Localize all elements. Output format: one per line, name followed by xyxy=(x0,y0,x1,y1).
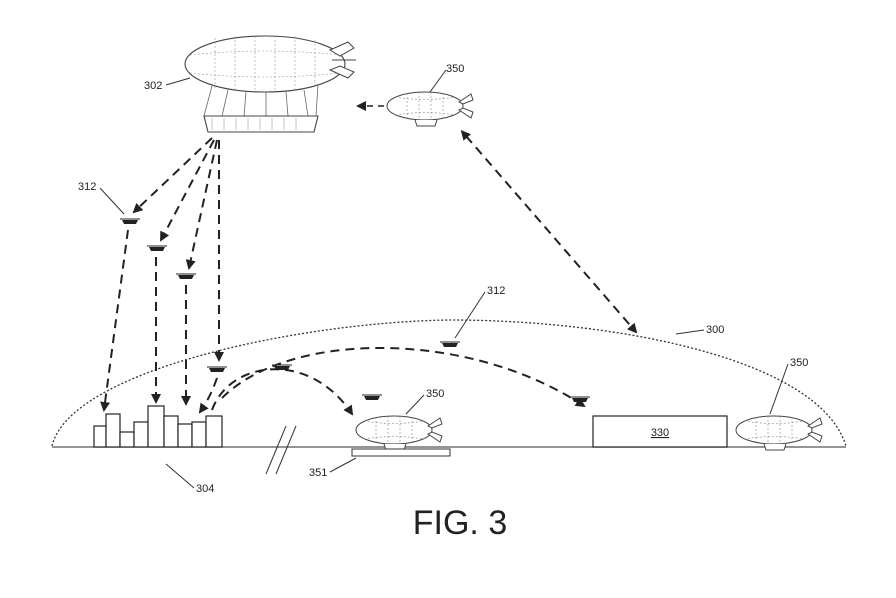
label-330: 330 xyxy=(651,427,669,439)
drone-2 xyxy=(146,245,168,252)
label-312-left: 312 xyxy=(78,181,96,193)
leader-351 xyxy=(329,457,357,473)
break-mark-2 xyxy=(275,425,297,475)
arrow-drone4-buildings xyxy=(198,377,218,414)
airship-350-mid xyxy=(355,415,443,451)
label-350-top: 350 xyxy=(446,63,464,75)
arc-to-airship-350 xyxy=(211,368,354,416)
label-304: 304 xyxy=(196,483,214,495)
leader-300 xyxy=(675,329,705,335)
leader-350-right xyxy=(769,363,789,415)
facility-330 xyxy=(592,415,728,448)
airship-302 xyxy=(184,35,356,133)
drone-3 xyxy=(175,273,197,280)
leader-312-dome xyxy=(454,291,486,339)
arc-to-facility-330 xyxy=(221,346,586,408)
dome-300 xyxy=(51,319,847,447)
leader-350-mid xyxy=(405,394,425,415)
buildings-304 xyxy=(93,405,223,448)
leader-350-top xyxy=(429,69,447,93)
arrow-302-drone3 xyxy=(185,139,218,270)
figure-caption: FIG. 3 xyxy=(413,504,507,542)
arrow-350-dome xyxy=(460,129,638,334)
label-312-dome: 312 xyxy=(487,285,505,297)
break-mark-1 xyxy=(265,425,287,475)
drone-6 xyxy=(361,394,383,401)
label-300: 300 xyxy=(706,324,724,336)
leader-302 xyxy=(165,77,191,86)
airship-350-top xyxy=(386,91,474,127)
airship-350-right xyxy=(735,415,823,451)
drone-7 xyxy=(439,341,461,348)
label-302: 302 xyxy=(144,80,162,92)
leader-312-left xyxy=(99,187,125,215)
label-351: 351 xyxy=(309,467,327,479)
arrow-drone1-buildings xyxy=(100,229,129,412)
drone-8 xyxy=(569,396,591,403)
station-351 xyxy=(351,448,451,457)
label-350-right: 350 xyxy=(790,357,808,369)
arrow-302-drone2 xyxy=(160,139,215,242)
label-350-mid: 350 xyxy=(426,388,444,400)
arrow-302-drone1 xyxy=(132,137,213,214)
drone-1 xyxy=(119,218,141,225)
drone-4 xyxy=(206,366,228,373)
leader-304 xyxy=(165,463,195,489)
